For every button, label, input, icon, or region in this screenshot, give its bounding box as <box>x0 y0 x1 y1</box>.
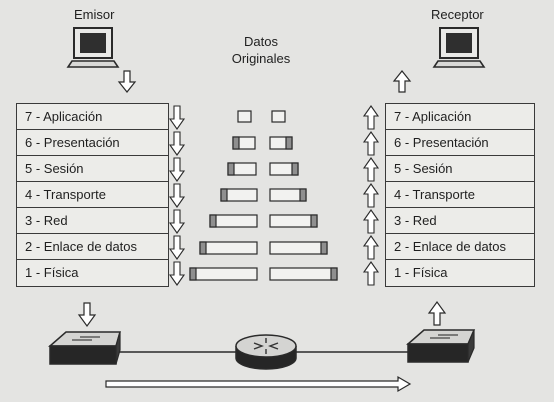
sender-osi-stack: 7 - Aplicación 6 - Presentación 5 - Sesi… <box>16 103 169 287</box>
receiver-osi-stack: 7 - Aplicación 6 - Presentación 5 - Sesi… <box>385 103 535 287</box>
sender-computer-icon <box>66 27 120 68</box>
sender-layer-2: 2 - Enlace de datos <box>17 234 168 260</box>
receiver-layer-3: 3 - Red <box>386 208 534 234</box>
up-arrow-icon <box>392 70 412 93</box>
receiver-layer-2: 2 - Enlace de datos <box>386 234 534 260</box>
router-icon <box>235 334 297 370</box>
sender-layer-3: 3 - Red <box>17 208 168 234</box>
encapsulation-boxes <box>189 110 338 281</box>
sender-layer-7: 7 - Aplicación <box>17 104 168 130</box>
receiver-layer-1: 1 - Física <box>394 265 448 280</box>
sender-layer-5: 5 - Sesión <box>17 156 168 182</box>
sender-layer-1: 1 - Física <box>25 265 79 280</box>
original-data-title: Datos Originales <box>231 34 291 66</box>
receiver-computer-icon <box>432 27 486 68</box>
receiver-title: Receptor <box>431 7 484 22</box>
sender-layer-4: 4 - Transporte <box>17 182 168 208</box>
right-switch-icon <box>406 329 476 363</box>
receiver-layer-5: 5 - Sesión <box>386 156 534 182</box>
right-up-arrows <box>362 105 380 286</box>
data-flow-arrow <box>105 375 412 393</box>
sender-title: Emisor <box>74 7 115 22</box>
receiver-layer-4: 4 - Transporte <box>386 182 534 208</box>
down-arrow-icon <box>77 302 97 328</box>
left-down-arrows <box>168 105 186 286</box>
receiver-layer-7: 7 - Aplicación <box>386 104 534 130</box>
receiver-layer-6: 6 - Presentación <box>386 130 534 156</box>
down-arrow-icon <box>117 70 137 93</box>
sender-layer-6: 6 - Presentación <box>17 130 168 156</box>
up-arrow-icon <box>427 300 447 326</box>
left-switch-icon <box>48 331 121 365</box>
